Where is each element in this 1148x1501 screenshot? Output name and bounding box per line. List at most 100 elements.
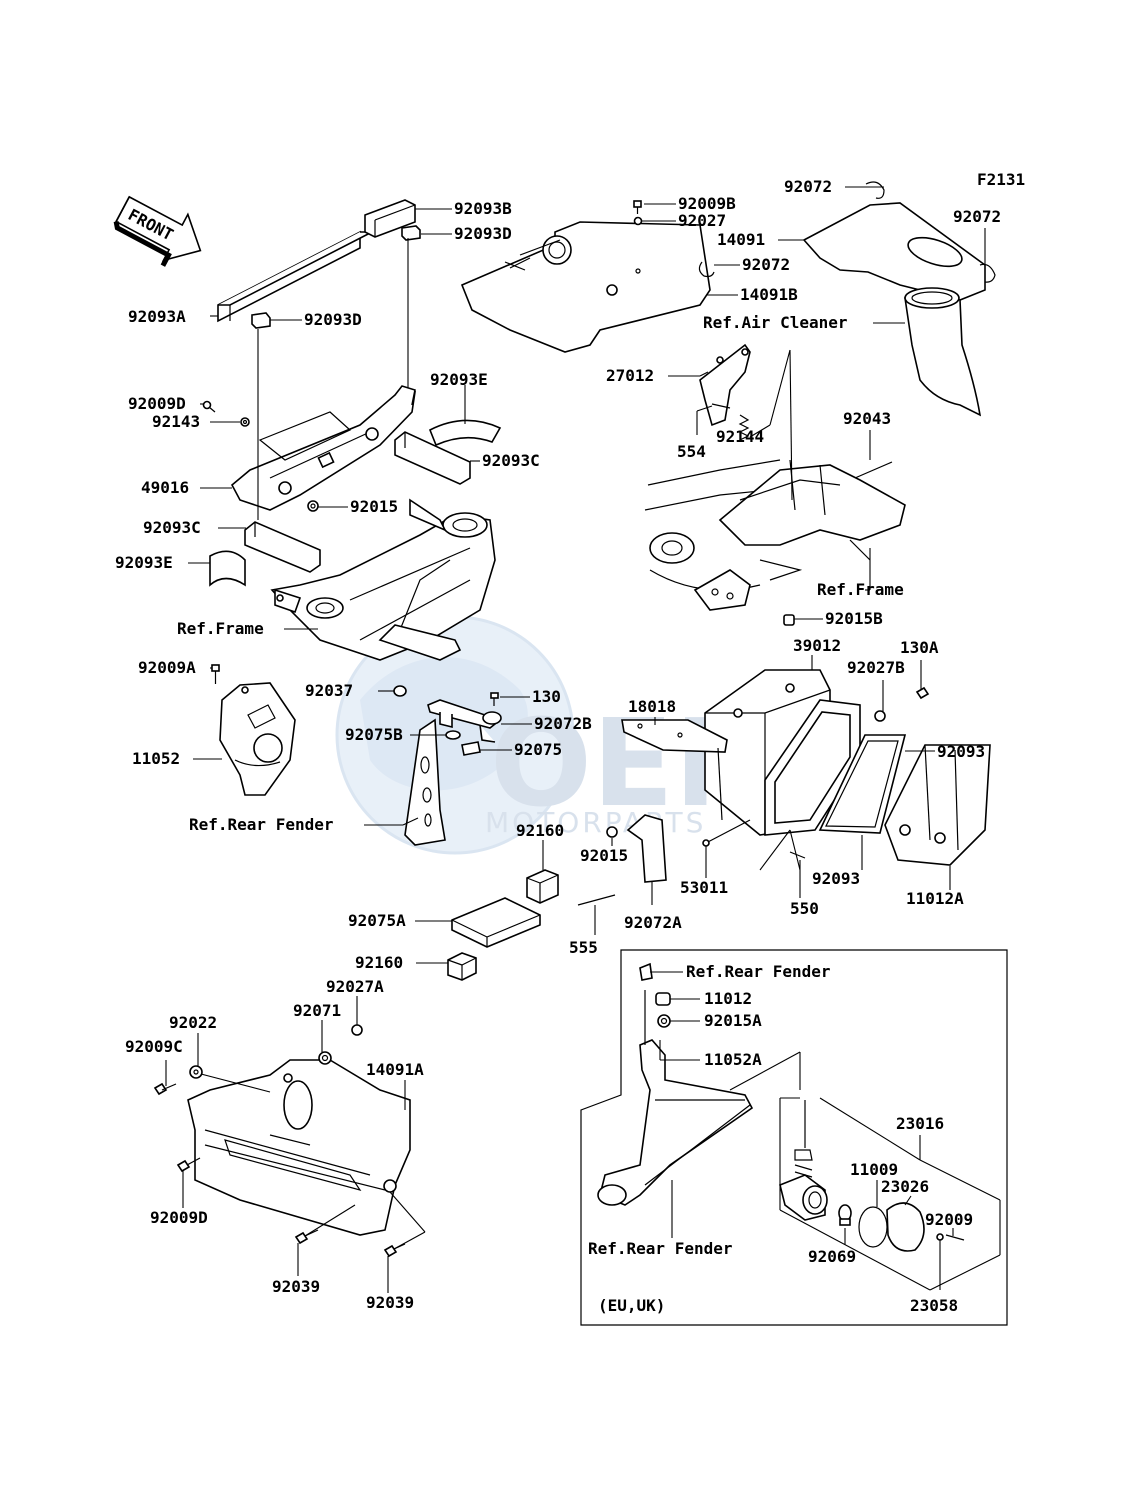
- label-92072-mid: 92072: [742, 255, 790, 274]
- bolt-92009c-icon: [153, 1082, 177, 1096]
- label-92093-b: 92093: [812, 869, 860, 888]
- label-92160-a: 92160: [516, 821, 564, 840]
- label-92093a: 92093A: [128, 307, 186, 326]
- label-92093c-right: 92093C: [482, 451, 540, 470]
- pad-92075a: [451, 897, 541, 948]
- guard-14091a: [187, 1059, 411, 1236]
- label-92027: 92027: [678, 211, 726, 230]
- washer-92075b-icon: [445, 730, 461, 740]
- bolt-92009d-top-icon: [202, 400, 216, 413]
- label-92075b: 92075B: [345, 725, 403, 744]
- label-14091: 14091: [717, 230, 765, 249]
- label-92093d-top: 92093D: [454, 224, 512, 243]
- nut-92027a-icon: [351, 1024, 363, 1036]
- grommet-11012-icon: [655, 992, 671, 1006]
- label-14091b: 14091B: [740, 285, 798, 304]
- nut-92015-mid-icon: [606, 826, 618, 838]
- license-lamp-23016: [779, 1100, 828, 1221]
- nut-92015-icon: [307, 500, 319, 512]
- washer-92027-icon: [633, 216, 643, 226]
- strap-92072a: [626, 814, 667, 883]
- label-92015b: 92015B: [825, 609, 883, 628]
- bolt-92009a-icon: [211, 664, 220, 684]
- label-49016: 49016: [141, 478, 189, 497]
- label-92072a: 92072A: [624, 913, 682, 932]
- label-92043: 92043: [843, 409, 891, 428]
- clip-92037-icon: [393, 685, 407, 697]
- foam-pad-92093e-left: [209, 550, 246, 587]
- label-11052a: 11052A: [704, 1050, 762, 1069]
- cap-92015b-icon: [783, 614, 795, 626]
- collar-92071-icon: [318, 1051, 332, 1065]
- rear-fender-stay-left: [404, 718, 446, 846]
- label-27012: 27012: [606, 366, 654, 385]
- label-18018: 18018: [628, 697, 676, 716]
- foam-strip-92093a: [217, 230, 373, 323]
- label-555: 555: [569, 938, 598, 957]
- bolt-92009b-icon: [633, 200, 642, 214]
- nut-92027b-icon: [874, 710, 886, 722]
- label-14091a: 14091A: [366, 1060, 424, 1079]
- label-53011: 53011: [680, 878, 728, 897]
- label-ref-air-cleaner: Ref.Air Cleaner: [703, 313, 848, 332]
- label-130a: 130A: [900, 638, 939, 657]
- spring-92144-icon: [738, 414, 750, 441]
- label-11012: 11012: [704, 989, 752, 1008]
- bulb-92069-icon: [838, 1204, 852, 1226]
- bracket-49016: [230, 385, 416, 511]
- label-92009d-bottom: 92009D: [150, 1208, 208, 1227]
- air-cleaner-duct: [904, 287, 982, 417]
- guard-11052: [219, 682, 296, 796]
- label-92069: 92069: [808, 1247, 856, 1266]
- cover-11012a: [884, 744, 991, 866]
- rubber-92160-b: [447, 952, 477, 981]
- label-11012a: 11012A: [906, 889, 964, 908]
- label-92015-top: 92015: [350, 497, 398, 516]
- label-554: 554: [677, 442, 706, 461]
- bolt-130-icon: [490, 692, 499, 706]
- label-92093e-top: 92093E: [430, 370, 488, 389]
- label-92015a: 92015A: [704, 1011, 762, 1030]
- frame-right: [644, 459, 906, 611]
- label-92072b: 92072B: [534, 714, 592, 733]
- label-92009c: 92009C: [125, 1037, 183, 1056]
- inset-box-eu-uk: [580, 949, 1008, 1326]
- label-11009: 11009: [850, 1160, 898, 1179]
- label-ref-frame-left: Ref.Frame: [177, 619, 264, 638]
- label-92071: 92071: [293, 1001, 341, 1020]
- label-92072-right: 92072: [953, 207, 1001, 226]
- label-92075a: 92075A: [348, 911, 406, 930]
- lens-23026-icon: [886, 1202, 925, 1252]
- label-92144: 92144: [716, 427, 764, 446]
- inset-fender-stay: [597, 962, 754, 1206]
- pin-555-icon: [577, 894, 616, 906]
- bolt-92043-icon: [854, 461, 893, 479]
- label-ref-rear-fender-box-top: Ref.Rear Fender: [686, 962, 831, 981]
- clip-92072-top-icon: [865, 181, 885, 199]
- label-92015-mid: 92015: [580, 846, 628, 865]
- figure-code: F2131: [977, 170, 1025, 189]
- washer-23058-icon: [936, 1233, 944, 1241]
- pin-554-icon: [711, 403, 731, 409]
- label-92072-top: 92072: [784, 177, 832, 196]
- leader-lines: [165, 186, 1001, 1293]
- label-ref-rear-fender-left: Ref.Rear Fender: [189, 815, 334, 834]
- bracket-18018: [621, 719, 728, 821]
- bracket-27012: [699, 343, 751, 427]
- front-arrow-icon: FRONT: [113, 195, 202, 267]
- foam-strip-92093c-left: [244, 521, 321, 573]
- seal-11009-icon: [858, 1206, 888, 1248]
- foam-strip-92093c-right: [394, 431, 471, 485]
- battery-box-39012: [704, 669, 861, 836]
- bolt-130a-icon: [915, 686, 930, 700]
- label-92143: 92143: [152, 412, 200, 431]
- label-92160-b: 92160: [355, 953, 403, 972]
- callout-labels: 92093B 92093D 92093A 92093D 92009D 92143…: [115, 177, 1001, 1315]
- clamp-92075-icon: [461, 741, 481, 756]
- label-92022: 92022: [169, 1013, 217, 1032]
- cover-14091b: [460, 221, 711, 353]
- screw-92009-icon: [945, 1234, 965, 1241]
- label-92009a: 92009A: [138, 658, 196, 677]
- bolt-92009d-bottom-icon: [176, 1157, 201, 1173]
